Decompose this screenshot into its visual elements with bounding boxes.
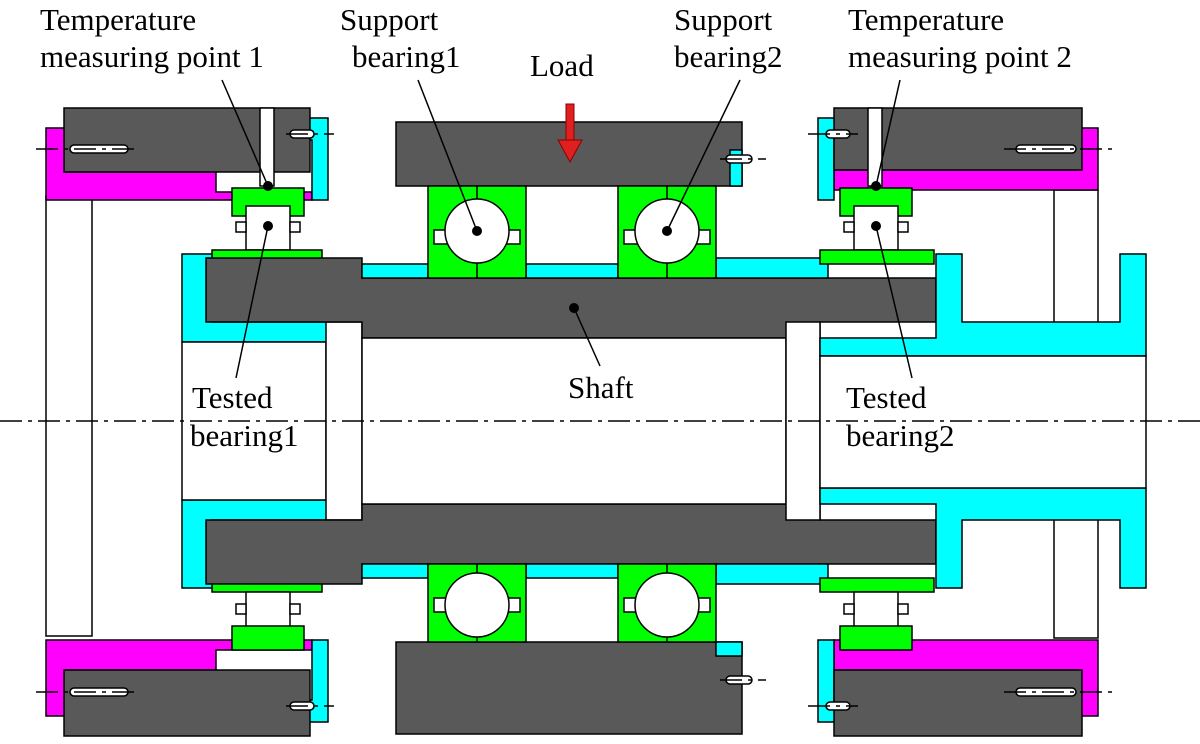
label-tested-bearing-2-line1: Tested <box>846 380 927 415</box>
label-shaft: Shaft <box>568 370 634 405</box>
left-bolt-upper-1 <box>36 144 140 154</box>
right-bolt-lower-2 <box>1004 687 1112 697</box>
label-support-bearing-2-line2: bearing2 <box>674 39 782 74</box>
left-lower-housing <box>63 669 311 737</box>
label-support-bearing-1-line1: Support <box>340 2 439 37</box>
sensor-hole-1 <box>259 107 275 187</box>
sensor-hole-2 <box>867 107 883 187</box>
support-bearing-1-lower <box>427 563 527 643</box>
load-housing-lower <box>395 641 743 735</box>
left-bolt-upper-2 <box>286 129 334 139</box>
label-support-bearing-2-line1: Support <box>674 2 773 37</box>
label-tested-bearing-1-line2: bearing1 <box>190 418 298 453</box>
label-temp-point-1-line2: measuring point 1 <box>40 39 264 74</box>
label-tested-bearing-1-line1: Tested <box>192 380 273 415</box>
right-bolt-upper-1 <box>808 129 858 139</box>
right-bolt-upper-2 <box>1004 144 1112 154</box>
right-shaft-extension-lower <box>819 487 1147 589</box>
label-temp-point-2-line1: Temperature <box>848 2 1004 37</box>
support-bearing-2-lower <box>617 563 717 643</box>
left-bolt-lower-1 <box>36 687 140 697</box>
label-support-bearing-1-line2: bearing1 <box>352 39 460 74</box>
right-bolt-lower-1 <box>808 701 858 711</box>
center-bolt-upper <box>720 154 766 164</box>
label-temp-point-2-line2: measuring point 2 <box>848 39 1072 74</box>
center-bolt-lower <box>720 675 766 685</box>
label-load: Load <box>530 48 594 83</box>
left-bolt-lower-2 <box>286 701 334 711</box>
load-arrow <box>557 103 583 164</box>
label-tested-bearing-2-line2: bearing2 <box>846 418 954 453</box>
left-end-plate <box>45 195 93 637</box>
label-temp-point-1-line1: Temperature <box>40 2 196 37</box>
tested-bearing-2-inner-ring <box>819 249 935 265</box>
right-lower-housing <box>833 669 1083 737</box>
right-shaft-extension-upper <box>819 253 1147 357</box>
right-inner-bore <box>819 355 1147 489</box>
